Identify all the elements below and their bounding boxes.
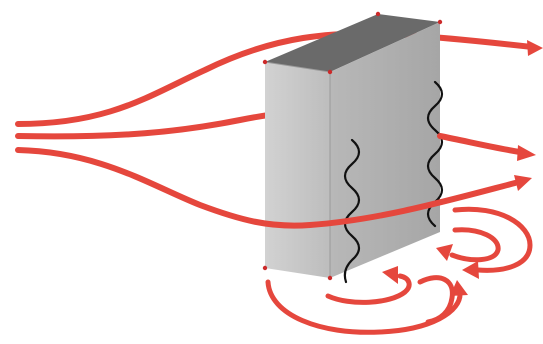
- vortex-right-inner: [449, 227, 501, 263]
- wake-vortex-arrows: [265, 206, 533, 335]
- corner-marker: [262, 265, 268, 271]
- block-side-face: [330, 22, 440, 278]
- corner-marker: [262, 59, 268, 65]
- vortex-lower-right: [417, 275, 455, 325]
- rectangular-block: [262, 11, 443, 281]
- corner-marker: [327, 275, 333, 281]
- wavy-line-left: [343, 138, 361, 284]
- vortex-right-outer: [452, 206, 533, 273]
- vortex-arrow-head: [462, 261, 479, 279]
- front-flow-lines: [15, 133, 536, 229]
- vortex-large-bottom: [265, 279, 463, 335]
- flow-arrow-head-bottom: [514, 175, 532, 191]
- corner-marker: [375, 11, 381, 17]
- flow-arrow-head-side: [517, 145, 536, 161]
- flow-line-side: [437, 133, 523, 155]
- flow-arrow-head-top: [527, 40, 543, 56]
- vortex-arrow-head: [382, 266, 398, 284]
- vortex-arrow-head: [436, 244, 453, 261]
- block-front-face: [265, 62, 330, 278]
- corner-marker: [437, 19, 443, 25]
- corner-marker: [327, 69, 333, 75]
- flow-line-bottom: [15, 147, 518, 229]
- flow-line-top: [15, 30, 535, 127]
- vortex-mid: [325, 273, 412, 305]
- block-top-face: [265, 14, 440, 72]
